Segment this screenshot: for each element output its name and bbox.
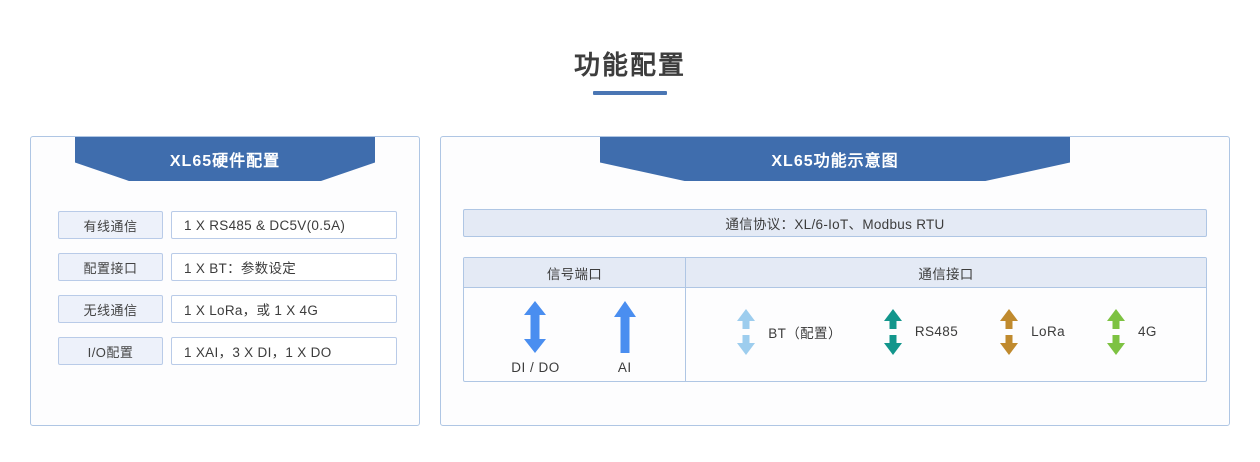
io-table: 信号端口 通信接口 DI / DO: [463, 257, 1207, 382]
table-row: I/O配置 1 XAI，3 X DI，1 X DO: [58, 337, 397, 365]
io-header-signal-ports: 信号端口: [464, 258, 686, 287]
signal-ports-cell: DI / DO AI: [464, 288, 686, 381]
split-double-arrow-icon: [735, 308, 757, 355]
protocol-bar: 通信协议：XL/6-IoT、Modbus RTU: [463, 209, 1207, 237]
hardware-config-banner-label: XL65硬件配置: [169, 153, 281, 170]
comm-port-rs485: RS485: [882, 308, 959, 355]
up-arrow-icon: [612, 301, 638, 353]
comm-ports-cell: BT（配置） RS485: [686, 288, 1206, 381]
protocol-label: 通信协议：XL/6-IoT、Modbus RTU: [725, 217, 945, 232]
hardware-config-panel: XL65硬件配置 有线通信 1 X RS485 & DC5V(0.5A) 配置接…: [30, 136, 420, 426]
row-value: 1 X BT：参数设定: [171, 253, 397, 281]
comm-port-bt: BT（配置）: [735, 308, 842, 355]
split-double-arrow-icon: [882, 308, 904, 355]
comm-port-lora: LoRa: [998, 308, 1065, 355]
io-table-header-row: 信号端口 通信接口: [464, 258, 1206, 288]
row-value: 1 XAI，3 X DI，1 X DO: [171, 337, 397, 365]
io-table-body-row: DI / DO AI: [464, 288, 1206, 381]
row-label: 无线通信: [58, 295, 163, 323]
page-title: 功能配置: [573, 50, 686, 80]
function-diagram-panel: XL65功能示意图 通信协议：XL/6-IoT、Modbus RTU 信号端口 …: [440, 136, 1230, 426]
hardware-config-list: 有线通信 1 X RS485 & DC5V(0.5A) 配置接口 1 X BT：…: [58, 211, 397, 365]
row-label: 有线通信: [58, 211, 163, 239]
row-label: 配置接口: [58, 253, 163, 281]
signal-port-ai: AI: [612, 301, 638, 375]
title-underline: [593, 91, 667, 95]
comm-port-label: LoRa: [1031, 324, 1065, 339]
comm-port-label: BT（配置）: [768, 325, 842, 341]
row-label: I/O配置: [58, 337, 163, 365]
table-row: 配置接口 1 X BT：参数设定: [58, 253, 397, 281]
io-header-comm-ports: 通信接口: [918, 266, 974, 282]
hardware-config-banner: XL65硬件配置: [75, 137, 375, 181]
split-double-arrow-icon: [1105, 308, 1127, 355]
row-value: 1 X LoRa，或 1 X 4G: [171, 295, 397, 323]
table-row: 无线通信 1 X LoRa，或 1 X 4G: [58, 295, 397, 323]
split-double-arrow-icon: [998, 308, 1020, 355]
comm-port-4g: 4G: [1105, 308, 1157, 355]
comm-port-label: RS485: [914, 324, 959, 339]
function-diagram-banner: XL65功能示意图: [600, 137, 1070, 181]
signal-port-label: AI: [617, 360, 632, 375]
comm-port-label: 4G: [1138, 324, 1157, 339]
table-row: 有线通信 1 X RS485 & DC5V(0.5A): [58, 211, 397, 239]
signal-port-label: DI / DO: [511, 360, 560, 375]
row-value: 1 X RS485 & DC5V(0.5A): [171, 211, 397, 239]
panels-container: XL65硬件配置 有线通信 1 X RS485 & DC5V(0.5A) 配置接…: [30, 136, 1230, 426]
function-diagram-banner-label: XL65功能示意图: [771, 153, 899, 170]
signal-port-di-do: DI / DO: [511, 301, 560, 375]
double-arrow-icon: [522, 301, 548, 353]
page-header: 功能配置: [0, 48, 1260, 95]
